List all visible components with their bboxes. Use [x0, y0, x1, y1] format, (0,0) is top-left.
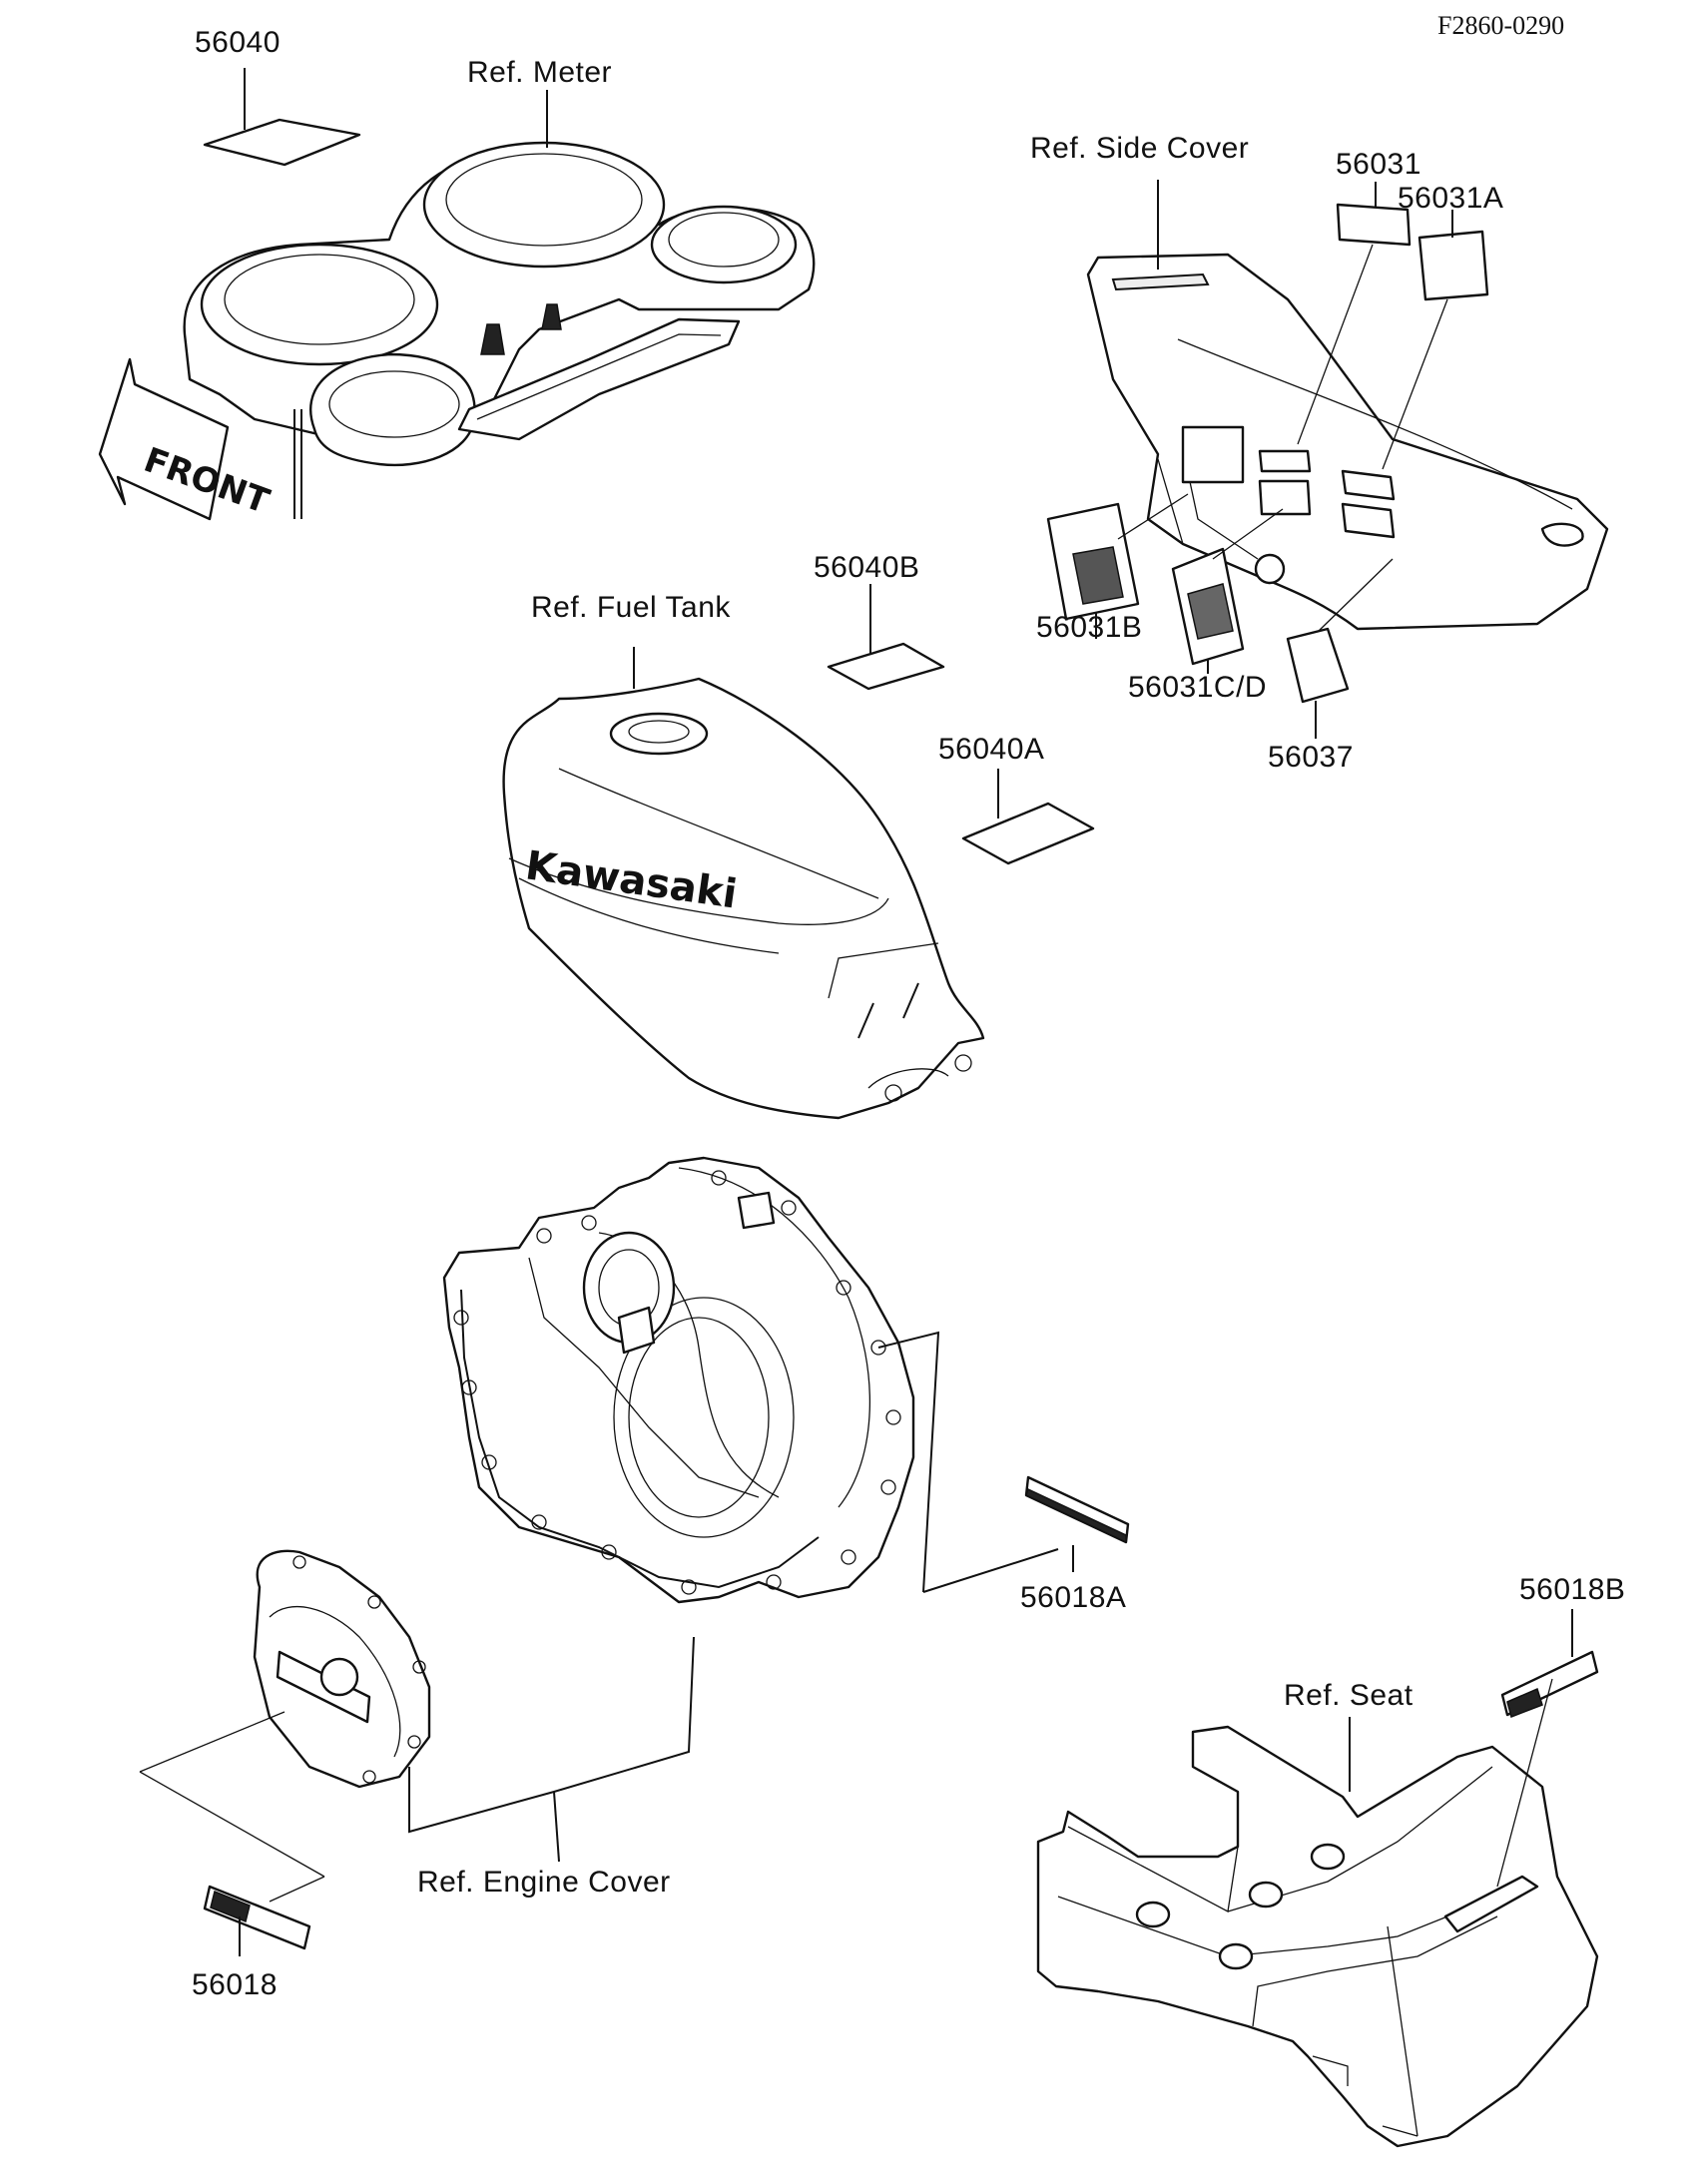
decal-56031a [1417, 230, 1489, 301]
part-56040b-label: 56040B [814, 551, 919, 584]
fuel-tank: Kawasaki [502, 677, 985, 1120]
part-56018a-label: 56018A [1020, 1581, 1126, 1614]
part-56018b-label: 56018B [1519, 1573, 1625, 1606]
part-56031a-label: 56031A [1398, 182, 1503, 215]
diagram-code: F2860-0290 [1437, 11, 1564, 40]
decal-56037 [1286, 627, 1350, 704]
part-56031cd-label: 56031C/D [1128, 671, 1267, 704]
part-56031-label: 56031 [1336, 148, 1421, 181]
part-56031b-label: 56031B [1036, 611, 1142, 644]
decal-56031 [1336, 203, 1412, 247]
clutch-cover [253, 1549, 431, 1789]
ref-meter-label: Ref. Meter [467, 56, 612, 89]
decal-56040 [203, 118, 361, 167]
part-56037-label: 56037 [1268, 741, 1354, 774]
ref-side-cover-label: Ref. Side Cover [1030, 132, 1249, 165]
ref-seat-label: Ref. Seat [1284, 1679, 1414, 1712]
ref-fuel-tank-label: Ref. Fuel Tank [531, 591, 731, 624]
part-56040a-label: 56040A [938, 733, 1044, 766]
seat-tail-cowl [1036, 1725, 1599, 2148]
meter-assembly [183, 141, 816, 519]
decal-56040a [961, 802, 1095, 865]
ref-engine-cover-label: Ref. Engine Cover [417, 1866, 671, 1899]
part-56018-label: 56018 [192, 1968, 278, 2001]
decal-56040b [827, 642, 945, 691]
side-cover [1086, 253, 1609, 631]
engine-cover [442, 1156, 915, 1604]
part-56040-label: 56040 [195, 26, 281, 59]
